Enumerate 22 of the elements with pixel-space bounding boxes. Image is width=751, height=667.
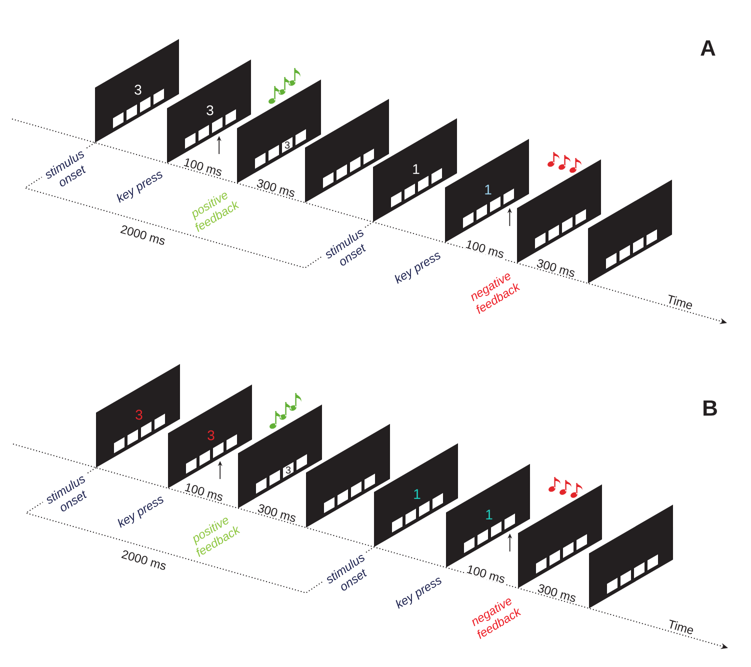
duration-label: 300 ms xyxy=(256,502,298,524)
key-box: 3 xyxy=(283,462,294,478)
panel-letter: A xyxy=(699,39,717,57)
screen: 3 xyxy=(95,38,179,143)
screen: 1 xyxy=(374,443,458,547)
axis-label: Time xyxy=(666,618,696,636)
screen xyxy=(306,424,390,528)
duration-label: 300 ms xyxy=(534,257,578,279)
screen: 1 xyxy=(373,118,457,222)
duration-label: 300 ms xyxy=(254,177,298,199)
duration-label: 2000 ms xyxy=(119,548,169,572)
screen xyxy=(589,504,673,608)
screen xyxy=(588,180,672,284)
screen xyxy=(305,98,389,203)
duration-label: 2000 ms xyxy=(118,223,168,247)
duration-label: 100 ms xyxy=(464,563,508,585)
screen: 3 xyxy=(96,364,180,468)
axis-label: Time xyxy=(664,292,696,312)
key-box: 3 xyxy=(282,137,292,154)
panel-letter: B xyxy=(701,399,719,417)
duration-label: 100 ms xyxy=(464,238,506,260)
duration-label: 300 ms xyxy=(536,582,578,604)
